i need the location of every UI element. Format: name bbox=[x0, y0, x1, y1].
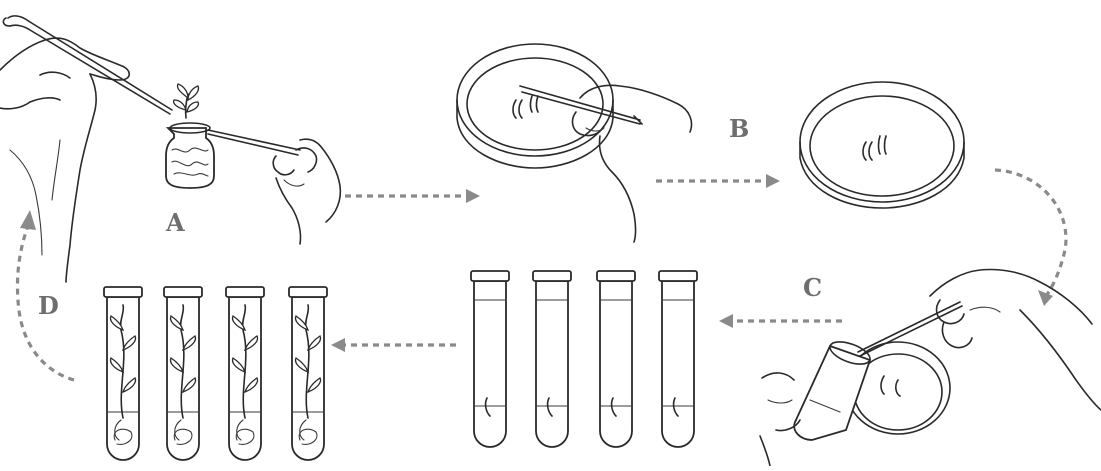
plantlet-icon bbox=[174, 84, 199, 118]
hand-icon bbox=[930, 270, 1101, 411]
arrow-tubes-to-plantlets bbox=[331, 338, 456, 352]
step-b-cutting-illustration bbox=[457, 44, 692, 242]
arrow-dish-to-c bbox=[995, 170, 1066, 306]
test-tube-icon bbox=[597, 271, 635, 447]
test-tube-icon bbox=[164, 287, 202, 460]
test-tube-icon bbox=[289, 287, 327, 460]
culture-jar-icon bbox=[166, 123, 214, 188]
test-tube-icon bbox=[226, 287, 264, 460]
hand-icon bbox=[573, 85, 692, 242]
test-tube-icon bbox=[533, 271, 571, 447]
forceps-icon bbox=[3, 16, 172, 114]
arrow-c-to-tubes bbox=[719, 314, 842, 328]
test-tube-icon bbox=[659, 271, 697, 447]
explant-tubes-group bbox=[471, 271, 697, 447]
test-tube-icon bbox=[471, 271, 509, 447]
explant-pieces-icon bbox=[881, 376, 900, 396]
step-label-a: A bbox=[166, 211, 185, 235]
arrow-a-to-b bbox=[345, 189, 480, 203]
holding-hand-icon bbox=[760, 373, 800, 466]
step-label-b: B bbox=[729, 117, 749, 141]
right-hand-icon bbox=[273, 139, 340, 244]
tilted-tube-icon bbox=[794, 337, 873, 440]
scalpel-icon bbox=[520, 86, 642, 124]
step-label-c: C bbox=[803, 276, 822, 300]
left-hand-icon bbox=[0, 38, 129, 282]
explant-pieces-icon bbox=[863, 136, 886, 160]
explant-pieces-icon bbox=[513, 96, 538, 118]
petri-dish-icon bbox=[800, 82, 964, 208]
step-label-d: D bbox=[38, 294, 59, 318]
long-forceps-icon bbox=[208, 130, 300, 155]
step-a-illustration bbox=[0, 16, 340, 282]
arrow-b-to-dish bbox=[656, 174, 780, 188]
test-tube-icon bbox=[104, 287, 142, 460]
plantlet-tubes-group bbox=[104, 287, 327, 460]
step-b-dish-illustration bbox=[800, 82, 964, 208]
